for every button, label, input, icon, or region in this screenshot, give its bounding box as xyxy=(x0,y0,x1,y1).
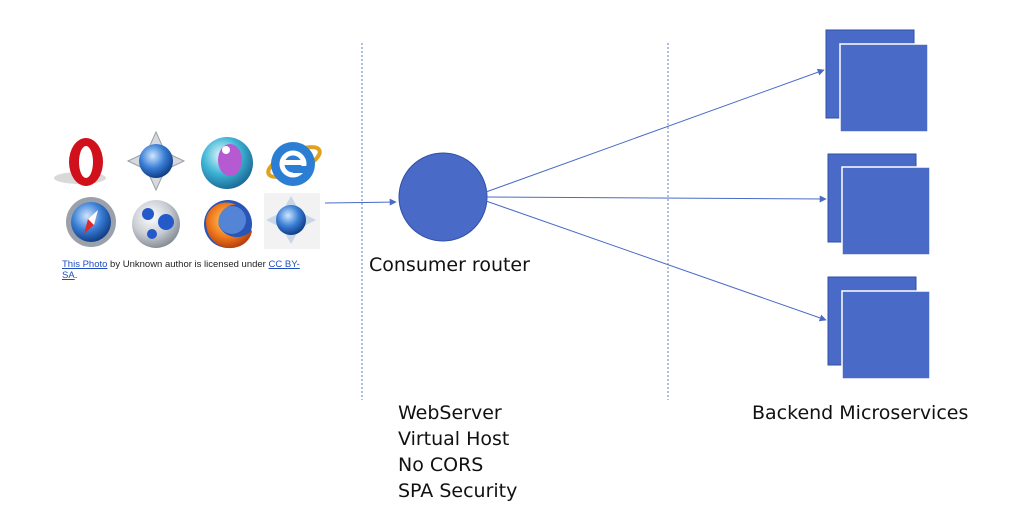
feature-no-cors: No CORS xyxy=(398,454,484,476)
camino-icon xyxy=(126,130,186,192)
feature-spa-security: SPA Security xyxy=(398,480,518,502)
webserver-features: WebServer Virtual Host No CORS SPA Secur… xyxy=(398,400,517,504)
safari-icon xyxy=(66,197,116,247)
router-to-service-3-arrow xyxy=(485,200,827,322)
image-attribution: This Photo by Unknown author is licensed… xyxy=(62,259,307,281)
flock-icon xyxy=(132,200,180,248)
consumer-router-node xyxy=(398,152,488,242)
feature-webserver: WebServer xyxy=(398,402,502,424)
microservice-stack-1 xyxy=(825,29,929,133)
attribution-end: . xyxy=(74,270,78,281)
browsers-image xyxy=(54,130,322,249)
opera-icon xyxy=(54,138,106,186)
internet-explorer-icon xyxy=(266,142,322,186)
browser-to-router-arrow xyxy=(324,198,397,206)
license-link[interactable]: CC BY-SA xyxy=(62,259,300,281)
backend-microservices-label: Backend Microservices xyxy=(752,402,969,424)
firefox-icon xyxy=(204,200,252,249)
feature-virtual-host: Virtual Host xyxy=(398,428,510,450)
konqueror-icon xyxy=(264,193,320,249)
seamonkey-icon xyxy=(201,137,253,189)
router-to-service-1-arrow xyxy=(485,68,825,193)
microservice-stack-2 xyxy=(827,153,931,256)
microservice-stack-3 xyxy=(827,276,931,380)
attribution-text: by Unknown author is licensed under xyxy=(107,259,269,270)
photo-link[interactable]: This Photo xyxy=(62,259,108,270)
consumer-router-label: Consumer router xyxy=(369,254,530,276)
router-to-service-2-arrow xyxy=(485,195,827,203)
